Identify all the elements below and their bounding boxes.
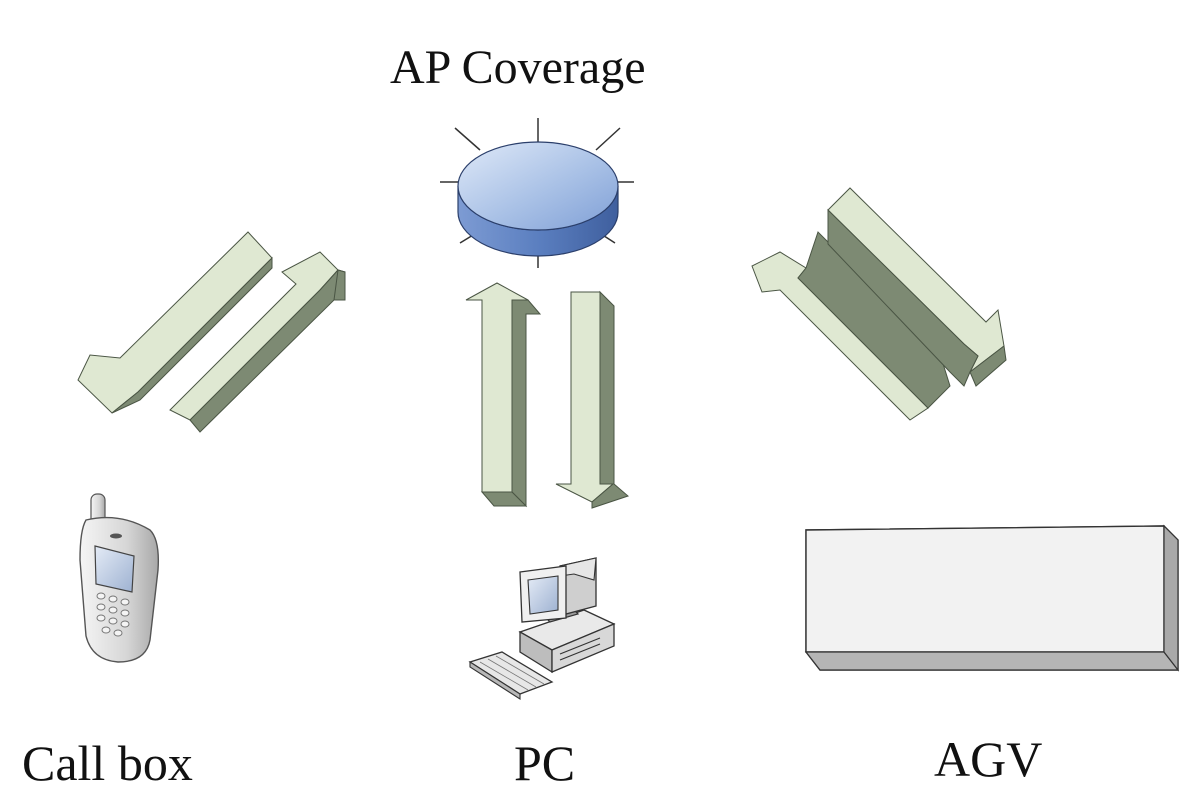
arrow-pc-to-ap: [465, 282, 542, 508]
arrow-ap-to-callbox: [77, 231, 273, 414]
arrow-agv-to-ap: [751, 231, 951, 421]
agv-box-icon: [804, 524, 1180, 672]
pc-label: PC: [514, 735, 576, 791]
agv-label: AGV: [934, 731, 1043, 787]
call-box-label: Call box: [22, 735, 193, 791]
arrow-ap-to-pc: [555, 290, 629, 509]
access-point-icon: [440, 118, 634, 268]
callbox-ap-arrows: [77, 231, 346, 433]
ap-agv-arrows: [751, 187, 1007, 421]
pc-ap-arrows: [465, 282, 629, 509]
arrow-ap-to-agv: [827, 187, 1007, 387]
desktop-computer-icon: [468, 557, 616, 701]
mobile-phone-icon: [79, 493, 160, 663]
ap-coverage-label: AP Coverage: [390, 41, 646, 94]
arrow-callbox-to-ap: [169, 251, 346, 433]
